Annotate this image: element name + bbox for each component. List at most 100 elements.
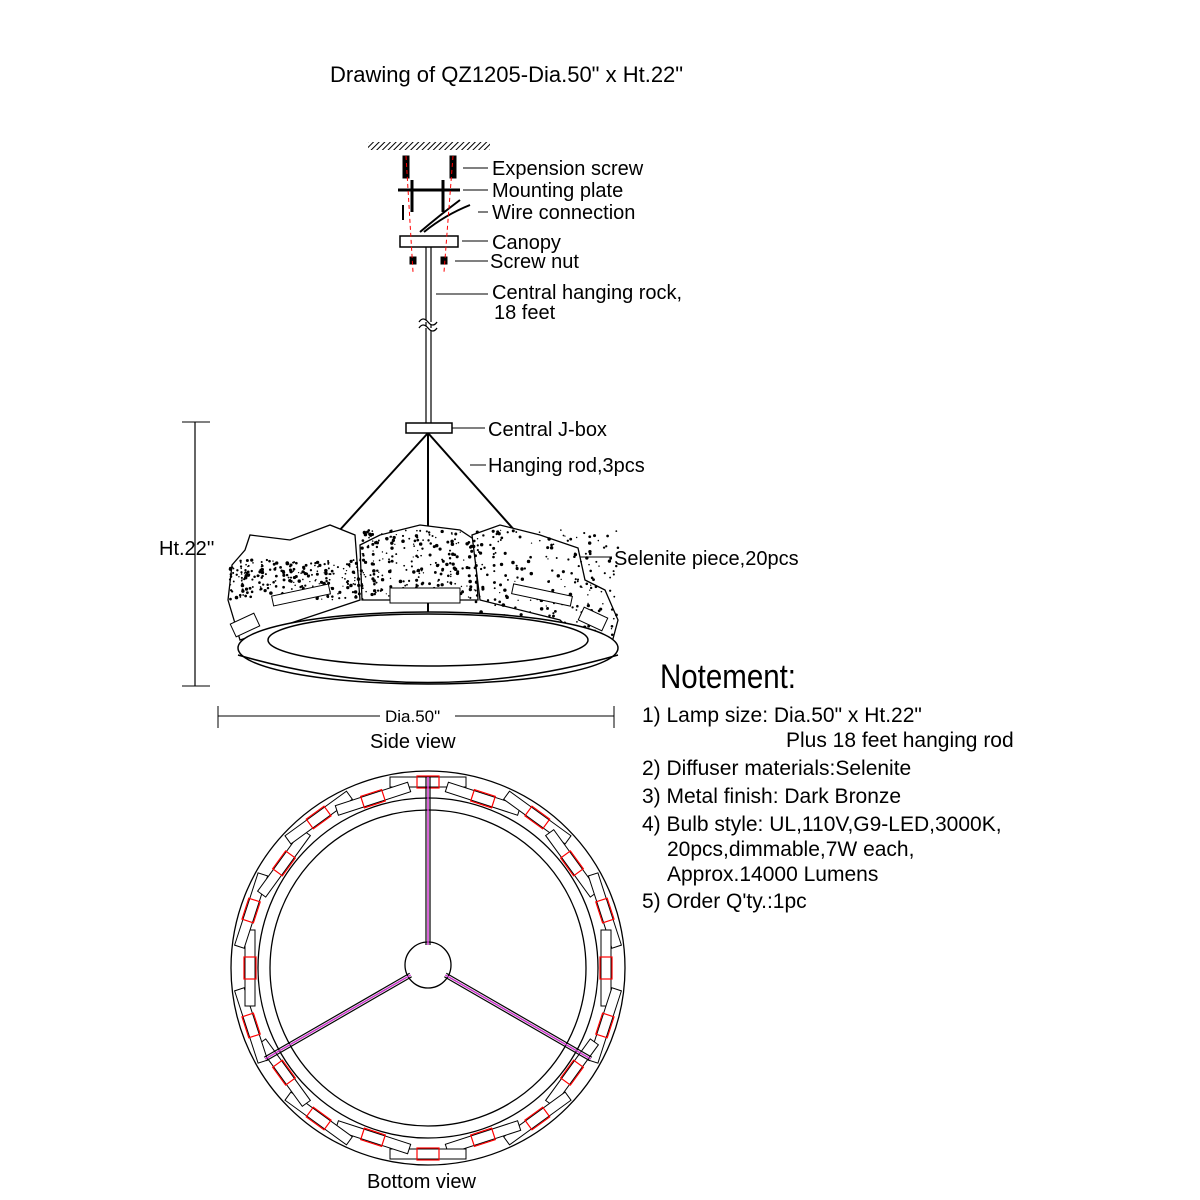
selenite-speckle (514, 580, 516, 582)
selenite-speckle (259, 587, 263, 591)
selenite-speckle (609, 576, 612, 579)
selenite-speckle (228, 567, 233, 571)
selenite-slot (256, 828, 312, 898)
selenite-speckle (330, 569, 334, 573)
selenite-speckle (323, 562, 326, 566)
bulb (359, 788, 387, 809)
selenite-speckle (412, 543, 415, 545)
spoke (263, 972, 412, 1062)
selenite-speckle (463, 559, 465, 561)
selenite-speckle (420, 569, 423, 572)
selenite-speckle (232, 571, 235, 574)
selenite-speckle (515, 531, 518, 534)
selenite-speckle (372, 572, 376, 576)
selenite-speckle (355, 566, 358, 568)
selenite-speckle (503, 551, 507, 555)
segment (243, 929, 257, 1007)
selenite-speckle (258, 581, 261, 584)
selenite-speckle (416, 538, 420, 542)
selenite-speckle (251, 578, 254, 581)
selenite-speckle (577, 564, 580, 568)
selenite-speckle (499, 592, 501, 594)
selenite-speckle (328, 573, 331, 575)
selenite-speckle (289, 580, 293, 583)
selenite-speckle (433, 571, 437, 574)
selenite-speckle (373, 582, 376, 586)
selenite-speckle (259, 586, 262, 588)
bulb-holder (577, 606, 609, 632)
selenite-speckle (492, 563, 496, 567)
selenite-speckle (297, 571, 300, 574)
selenite-speckle (594, 585, 598, 589)
selenite-speckle (240, 573, 243, 575)
bulb (595, 1012, 615, 1039)
selenite-speckle (269, 591, 273, 595)
selenite-speckle (240, 583, 245, 588)
selenite-speckle (452, 566, 457, 570)
selenite-speckle (361, 539, 365, 542)
selenite-speckle (314, 579, 317, 582)
selenite-speckle (449, 562, 452, 565)
selenite-speckle (406, 583, 408, 586)
selenite-speckle (518, 535, 522, 539)
label-rod-line2: 18 feet (494, 302, 556, 324)
selenite-speckle (595, 560, 598, 563)
selenite-speckle (469, 596, 472, 599)
selenite-speckle (482, 534, 485, 537)
label-selenite: Selenite piece,20pcs (614, 548, 799, 570)
selenite-speckle (403, 546, 406, 549)
selenite-speckle (359, 558, 362, 561)
selenite-speckle (468, 579, 472, 584)
selenite-speckle (244, 587, 249, 591)
selenite-speckle (551, 588, 555, 593)
selenite-speckle (416, 556, 419, 559)
selenite-speckle (493, 581, 496, 584)
selenite-speckle (616, 546, 620, 549)
selenite-speckle (515, 564, 518, 567)
selenite-speckle (449, 570, 452, 573)
selenite-speckle (239, 561, 242, 564)
bottom-view (230, 770, 626, 1166)
selenite-speckle (467, 566, 471, 570)
selenite-speckle (346, 585, 350, 590)
selenite-speckle (361, 597, 364, 600)
selenite-speckle (362, 553, 365, 555)
selenite-speckle (269, 583, 271, 586)
selenite-speckle (566, 539, 569, 542)
canopy (399, 235, 459, 248)
selenite-speckle (395, 533, 398, 536)
selenite-speckle (589, 569, 592, 573)
selenite-speckle (473, 589, 475, 591)
selenite-speckle (372, 569, 376, 573)
selenite-speckle (583, 531, 586, 535)
selenite-speckle (370, 592, 374, 597)
selenite-speckle (239, 596, 242, 598)
selenite-speckle (363, 573, 366, 576)
bulb (243, 956, 257, 980)
spoke (444, 972, 593, 1062)
selenite-speckle (385, 593, 387, 595)
selenite-speckle (499, 562, 504, 567)
selenite-speckle (285, 573, 289, 577)
selenite-speckle (336, 566, 339, 569)
selenite-speckle (287, 576, 290, 579)
selenite-speckle (492, 555, 495, 559)
spoke (425, 777, 431, 945)
selenite-speckle (345, 563, 349, 566)
selenite-speckle (351, 570, 356, 574)
selenite-speckle (474, 564, 478, 568)
selenite-speckle (610, 633, 614, 637)
selenite-speckle (342, 585, 344, 587)
selenite-speckle (475, 594, 479, 597)
center-hub (404, 941, 452, 989)
selenite-speckle (240, 571, 243, 574)
selenite-speckle (548, 614, 551, 618)
segment (284, 1091, 354, 1146)
selenite-speckle (455, 571, 460, 576)
selenite-speckle (315, 572, 319, 576)
selenite-speckle (401, 534, 405, 538)
selenite-speckle (564, 535, 566, 537)
selenite-speckle (232, 580, 235, 583)
selenite-speckle (294, 584, 296, 587)
selenite-speckle (369, 533, 373, 537)
